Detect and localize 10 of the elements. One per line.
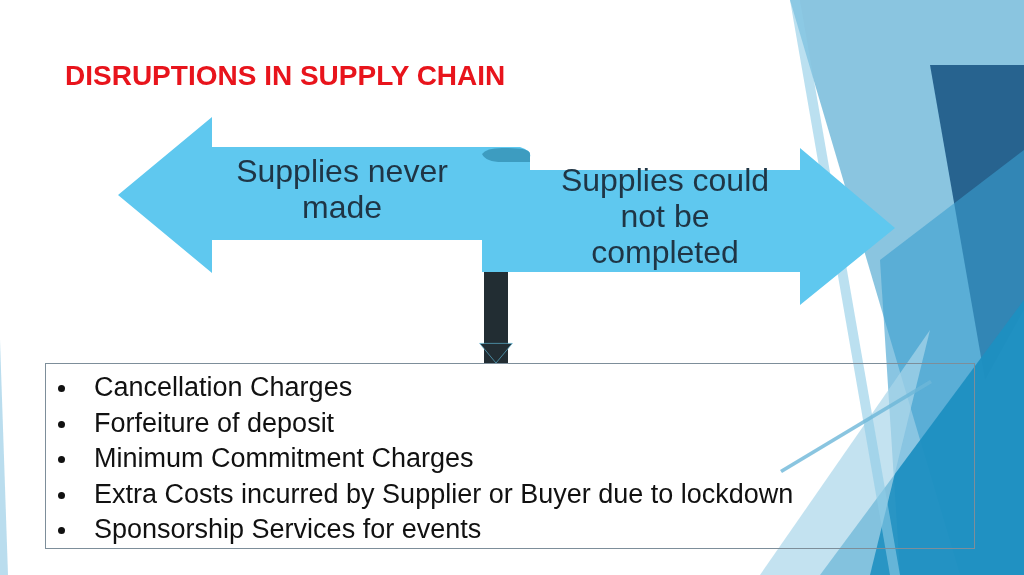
arrow-label: Supplies could not be completed [559,162,771,270]
list-item: Minimum Commitment Charges [94,442,474,475]
arrow-label: Supplies never made [235,153,449,225]
block-arrow [479,272,513,364]
list-item: Cancellation Charges [94,371,353,404]
list-item: Sponsorship Services for events [94,513,482,546]
list-item: Extra Costs incurred by Supplier or Buyer due to lockdown [94,477,794,511]
list-item: Forfeiture of deposit [94,406,335,440]
bordered-panel [45,363,975,549]
slide-title: DISRUPTIONS IN SUPPLY CHAIN [65,60,506,92]
